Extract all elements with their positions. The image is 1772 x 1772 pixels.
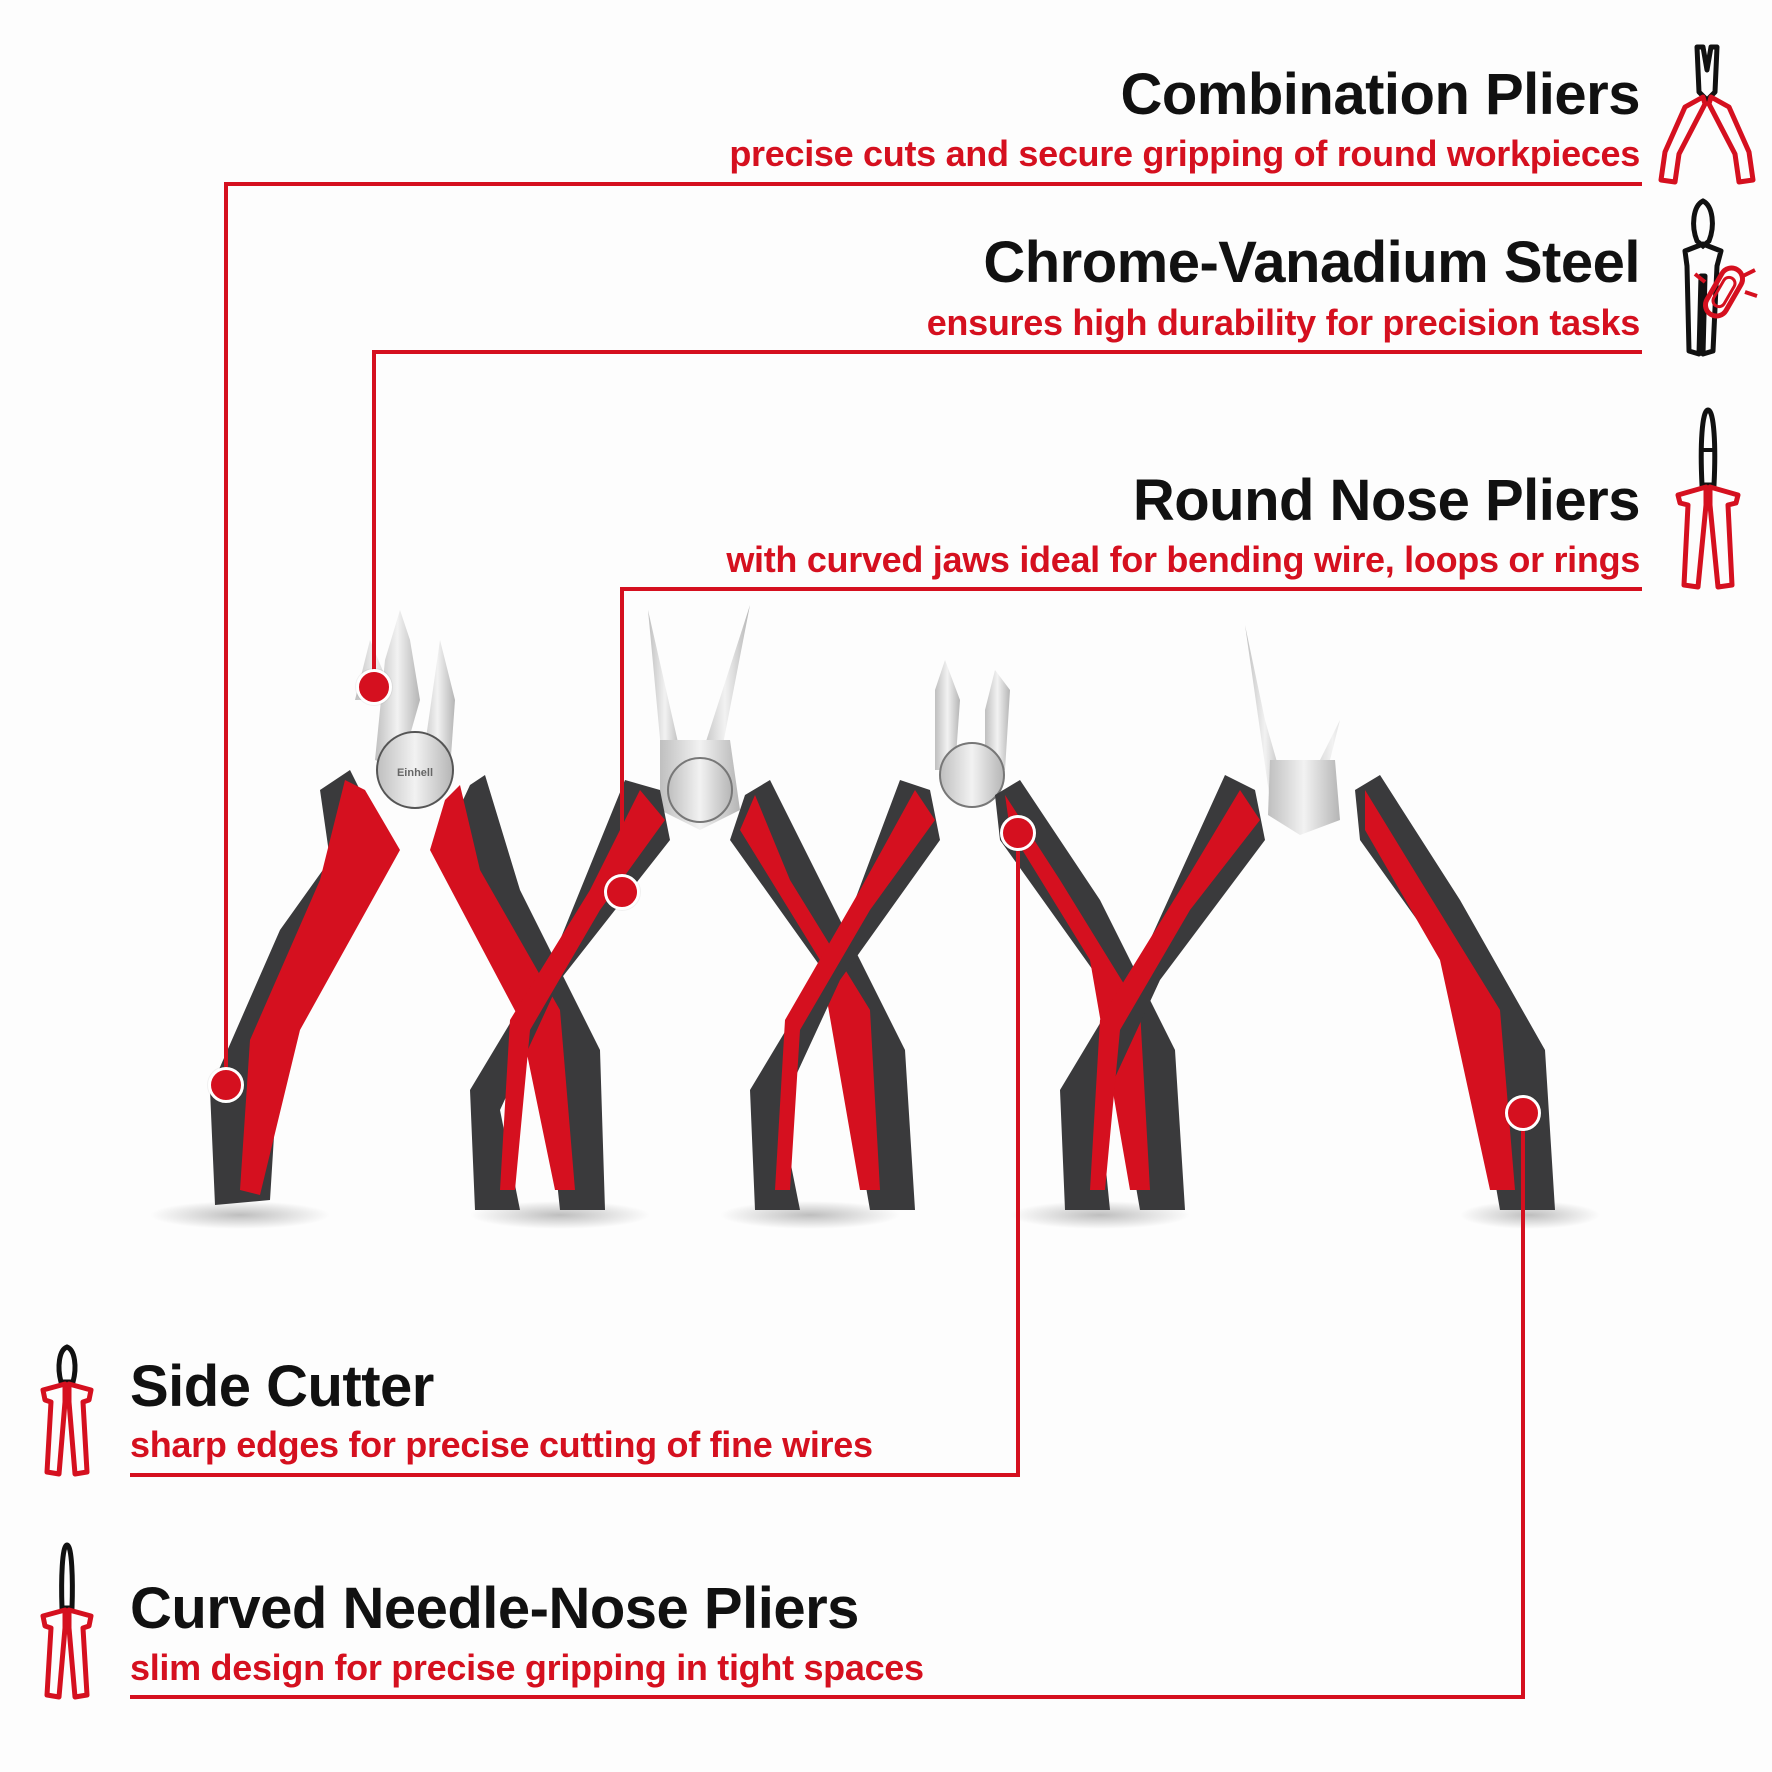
feature-title-chrome: Chrome-Vanadium Steel (983, 230, 1640, 295)
feature-subtitle-side-cutter: sharp edges for precise cutting of fine … (130, 1424, 873, 1465)
hotspot-round-nose[interactable] (604, 874, 640, 910)
hotspot-side-cutter[interactable] (1000, 815, 1036, 851)
feature-title-needle-nose: Curved Needle-Nose Pliers (130, 1576, 859, 1641)
hotspot-chrome[interactable] (356, 669, 392, 705)
feature-title-side-cutter: Side Cutter (130, 1354, 434, 1419)
curved-needle-nose-photo (1060, 620, 1555, 1210)
feature-subtitle-combination: precise cuts and secure gripping of roun… (729, 133, 1640, 174)
steel-durability-icon (1682, 198, 1758, 357)
side-cutter-icon (40, 1344, 94, 1477)
combination-pliers-icon (1658, 44, 1756, 185)
feature-subtitle-chrome: ensures high durability for precision ta… (926, 302, 1641, 343)
svg-text:Einhell: Einhell (397, 767, 433, 779)
combination-pliers-photo: Einhell (210, 610, 605, 1210)
hotspot-needle-nose[interactable] (1505, 1095, 1541, 1131)
feature-title-combination: Combination Pliers (1120, 62, 1640, 127)
round-nose-pliers-icon (1675, 407, 1741, 590)
feature-subtitle-needle-nose: slim design for precise gripping in tigh… (130, 1647, 924, 1688)
feature-title-round-nose: Round Nose Pliers (1132, 468, 1641, 533)
round-nose-pliers-photo (470, 605, 915, 1210)
hotspot-combination[interactable] (208, 1067, 244, 1103)
feature-subtitle-round-nose: with curved jaws ideal for bending wire,… (726, 539, 1640, 580)
needle-nose-pliers-icon (40, 1542, 94, 1700)
